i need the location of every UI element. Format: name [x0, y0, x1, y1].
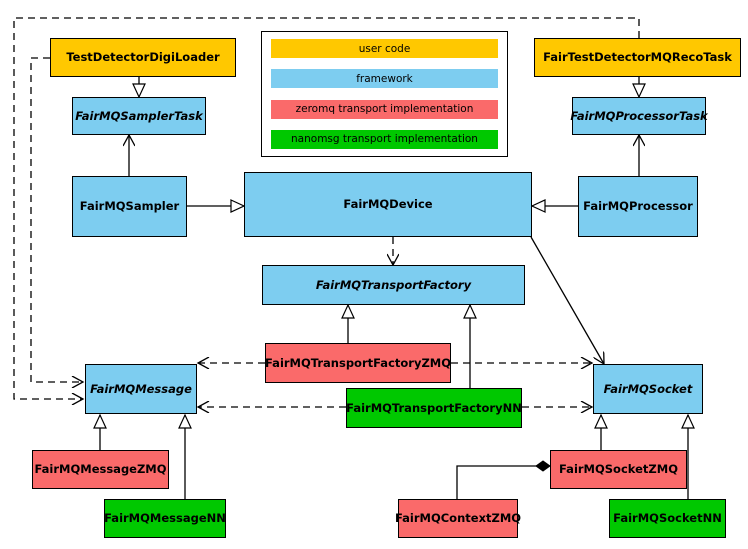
class-box-fairmqprocessortask[interactable]: FairMQProcessorTask	[570, 97, 708, 135]
class-label: FairMQSocketZMQ	[559, 462, 678, 477]
class-label: FairMQProcessorTask	[570, 108, 708, 123]
class-label: FairMQMessageZMQ	[34, 462, 167, 477]
edge-association-device-to-socket	[530, 236, 604, 364]
class-label: FairMQSocket	[603, 381, 693, 396]
class-box-fairtestdetectormqrecotask[interactable]: FairTestDetectorMQRecoTask	[534, 38, 741, 77]
class-box-fairmqcontextzmq[interactable]: FairMQContextZMQ	[394, 499, 522, 538]
legend-label: nanomsg transport implementation	[291, 133, 478, 146]
class-label: FairMQSampler	[79, 199, 180, 214]
legend-item-nanomsg: nanomsg transport implementation	[271, 129, 498, 149]
class-label: FairMQTransportFactory	[315, 277, 472, 292]
class-box-fairmqtransportfactoryzmq[interactable]: FairMQTransportFactoryZMQ	[265, 343, 451, 383]
legend-label: user code	[358, 42, 411, 55]
edge-composition-socketzmq-to-contextzmq	[456, 460, 551, 499]
class-label: FairMQSamplerTask	[75, 108, 203, 123]
class-label: FairMQProcessor	[583, 199, 693, 214]
class-box-fairmqmessagezmq[interactable]: FairMQMessageZMQ	[32, 450, 169, 489]
legend-label: framework	[356, 72, 413, 85]
color-legend: user code framework zeromq transport imp…	[261, 31, 508, 157]
class-label: TestDetectorDigiLoader	[66, 50, 220, 65]
legend-label: zeromq transport implementation	[295, 103, 474, 116]
class-box-fairmqsamplertask[interactable]: FairMQSamplerTask	[72, 97, 206, 135]
class-box-testdetectordigiloader[interactable]: TestDetectorDigiLoader	[50, 38, 236, 77]
class-box-fairmqsocketzmq[interactable]: FairMQSocketZMQ	[550, 450, 687, 489]
class-label: FairTestDetectorMQRecoTask	[543, 50, 732, 65]
class-box-fairmqmessagenn[interactable]: FairMQMessageNN	[104, 499, 226, 538]
class-box-fairmqdevice[interactable]: FairMQDevice	[244, 172, 532, 237]
class-box-fairmqmessage[interactable]: FairMQMessage	[85, 364, 197, 414]
class-label: FairMQMessage	[90, 381, 192, 396]
legend-item-zeromq: zeromq transport implementation	[271, 99, 498, 119]
class-box-fairmqprocessor[interactable]: FairMQProcessor	[578, 176, 698, 237]
class-box-fairmqsocketnn[interactable]: FairMQSocketNN	[609, 499, 726, 538]
legend-item-framework: framework	[271, 69, 498, 89]
class-label: FairMQContextZMQ	[394, 511, 522, 526]
class-box-fairmqtransportfactory[interactable]: FairMQTransportFactory	[262, 265, 525, 305]
class-box-fairmqtransportfactorynn[interactable]: FairMQTransportFactoryNN	[346, 388, 522, 428]
class-label: FairMQMessageNN	[104, 511, 226, 526]
class-label: FairMQDevice	[343, 197, 433, 212]
legend-item-user-code: user code	[271, 39, 498, 58]
class-box-fairmqsocket[interactable]: FairMQSocket	[593, 364, 703, 414]
class-label: FairMQSocketNN	[613, 511, 722, 526]
class-box-fairmqsampler[interactable]: FairMQSampler	[72, 176, 187, 237]
class-label: FairMQTransportFactoryNN	[346, 400, 522, 415]
class-label: FairMQTransportFactoryZMQ	[265, 355, 452, 370]
